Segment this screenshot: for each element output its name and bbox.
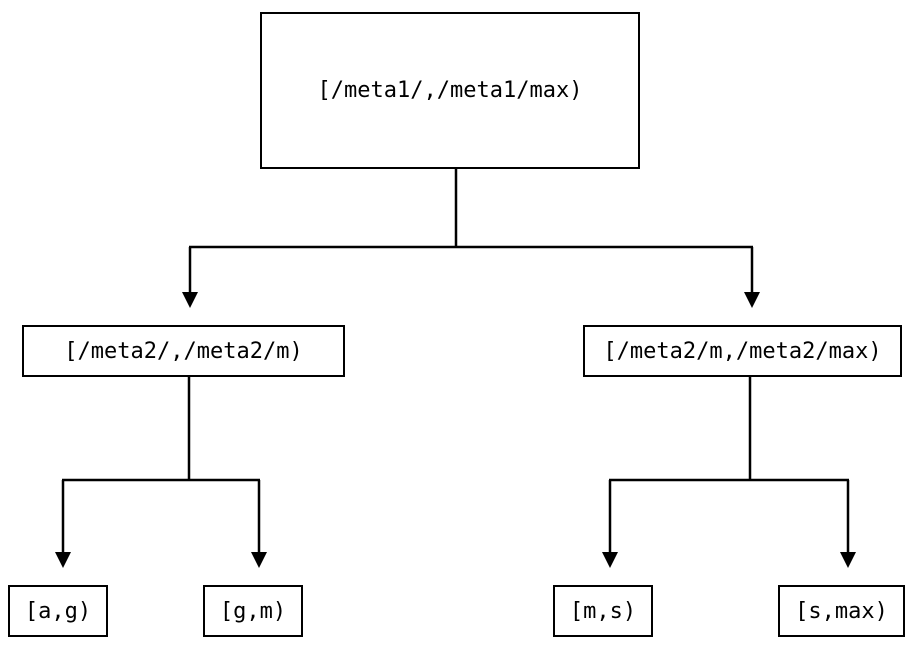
node-meta2-low-label: [/meta2/,/meta2/m) — [64, 338, 303, 364]
arrowhead-icon — [251, 552, 267, 568]
edge-right-to-leaves — [602, 377, 856, 568]
node-meta2-low: [/meta2/,/meta2/m) — [22, 325, 345, 377]
node-leaf-smax: [s,max) — [778, 585, 905, 637]
edge-left-to-leaves — [55, 377, 267, 568]
node-root-label: [/meta1/,/meta1/max) — [317, 78, 583, 103]
arrowhead-icon — [55, 552, 71, 568]
node-leaf-ag: [a,g) — [8, 585, 108, 637]
node-meta2-high: [/meta2/m,/meta2/max) — [583, 325, 902, 377]
node-leaf-ag-label: [a,g) — [24, 598, 92, 624]
node-leaf-ms: [m,s) — [553, 585, 653, 637]
arrowhead-icon — [602, 552, 618, 568]
node-root: [/meta1/,/meta1/max) — [260, 12, 640, 169]
node-leaf-smax-label: [s,max) — [795, 598, 888, 624]
node-leaf-gm: [g,m) — [203, 585, 303, 637]
node-meta2-high-label: [/meta2/m,/meta2/max) — [603, 338, 882, 364]
arrowhead-icon — [182, 292, 198, 308]
node-leaf-gm-label: [g,m) — [219, 598, 287, 624]
edge-root-to-children — [182, 169, 760, 308]
arrowhead-icon — [744, 292, 760, 308]
node-leaf-ms-label: [m,s) — [569, 598, 637, 624]
arrowhead-icon — [840, 552, 856, 568]
